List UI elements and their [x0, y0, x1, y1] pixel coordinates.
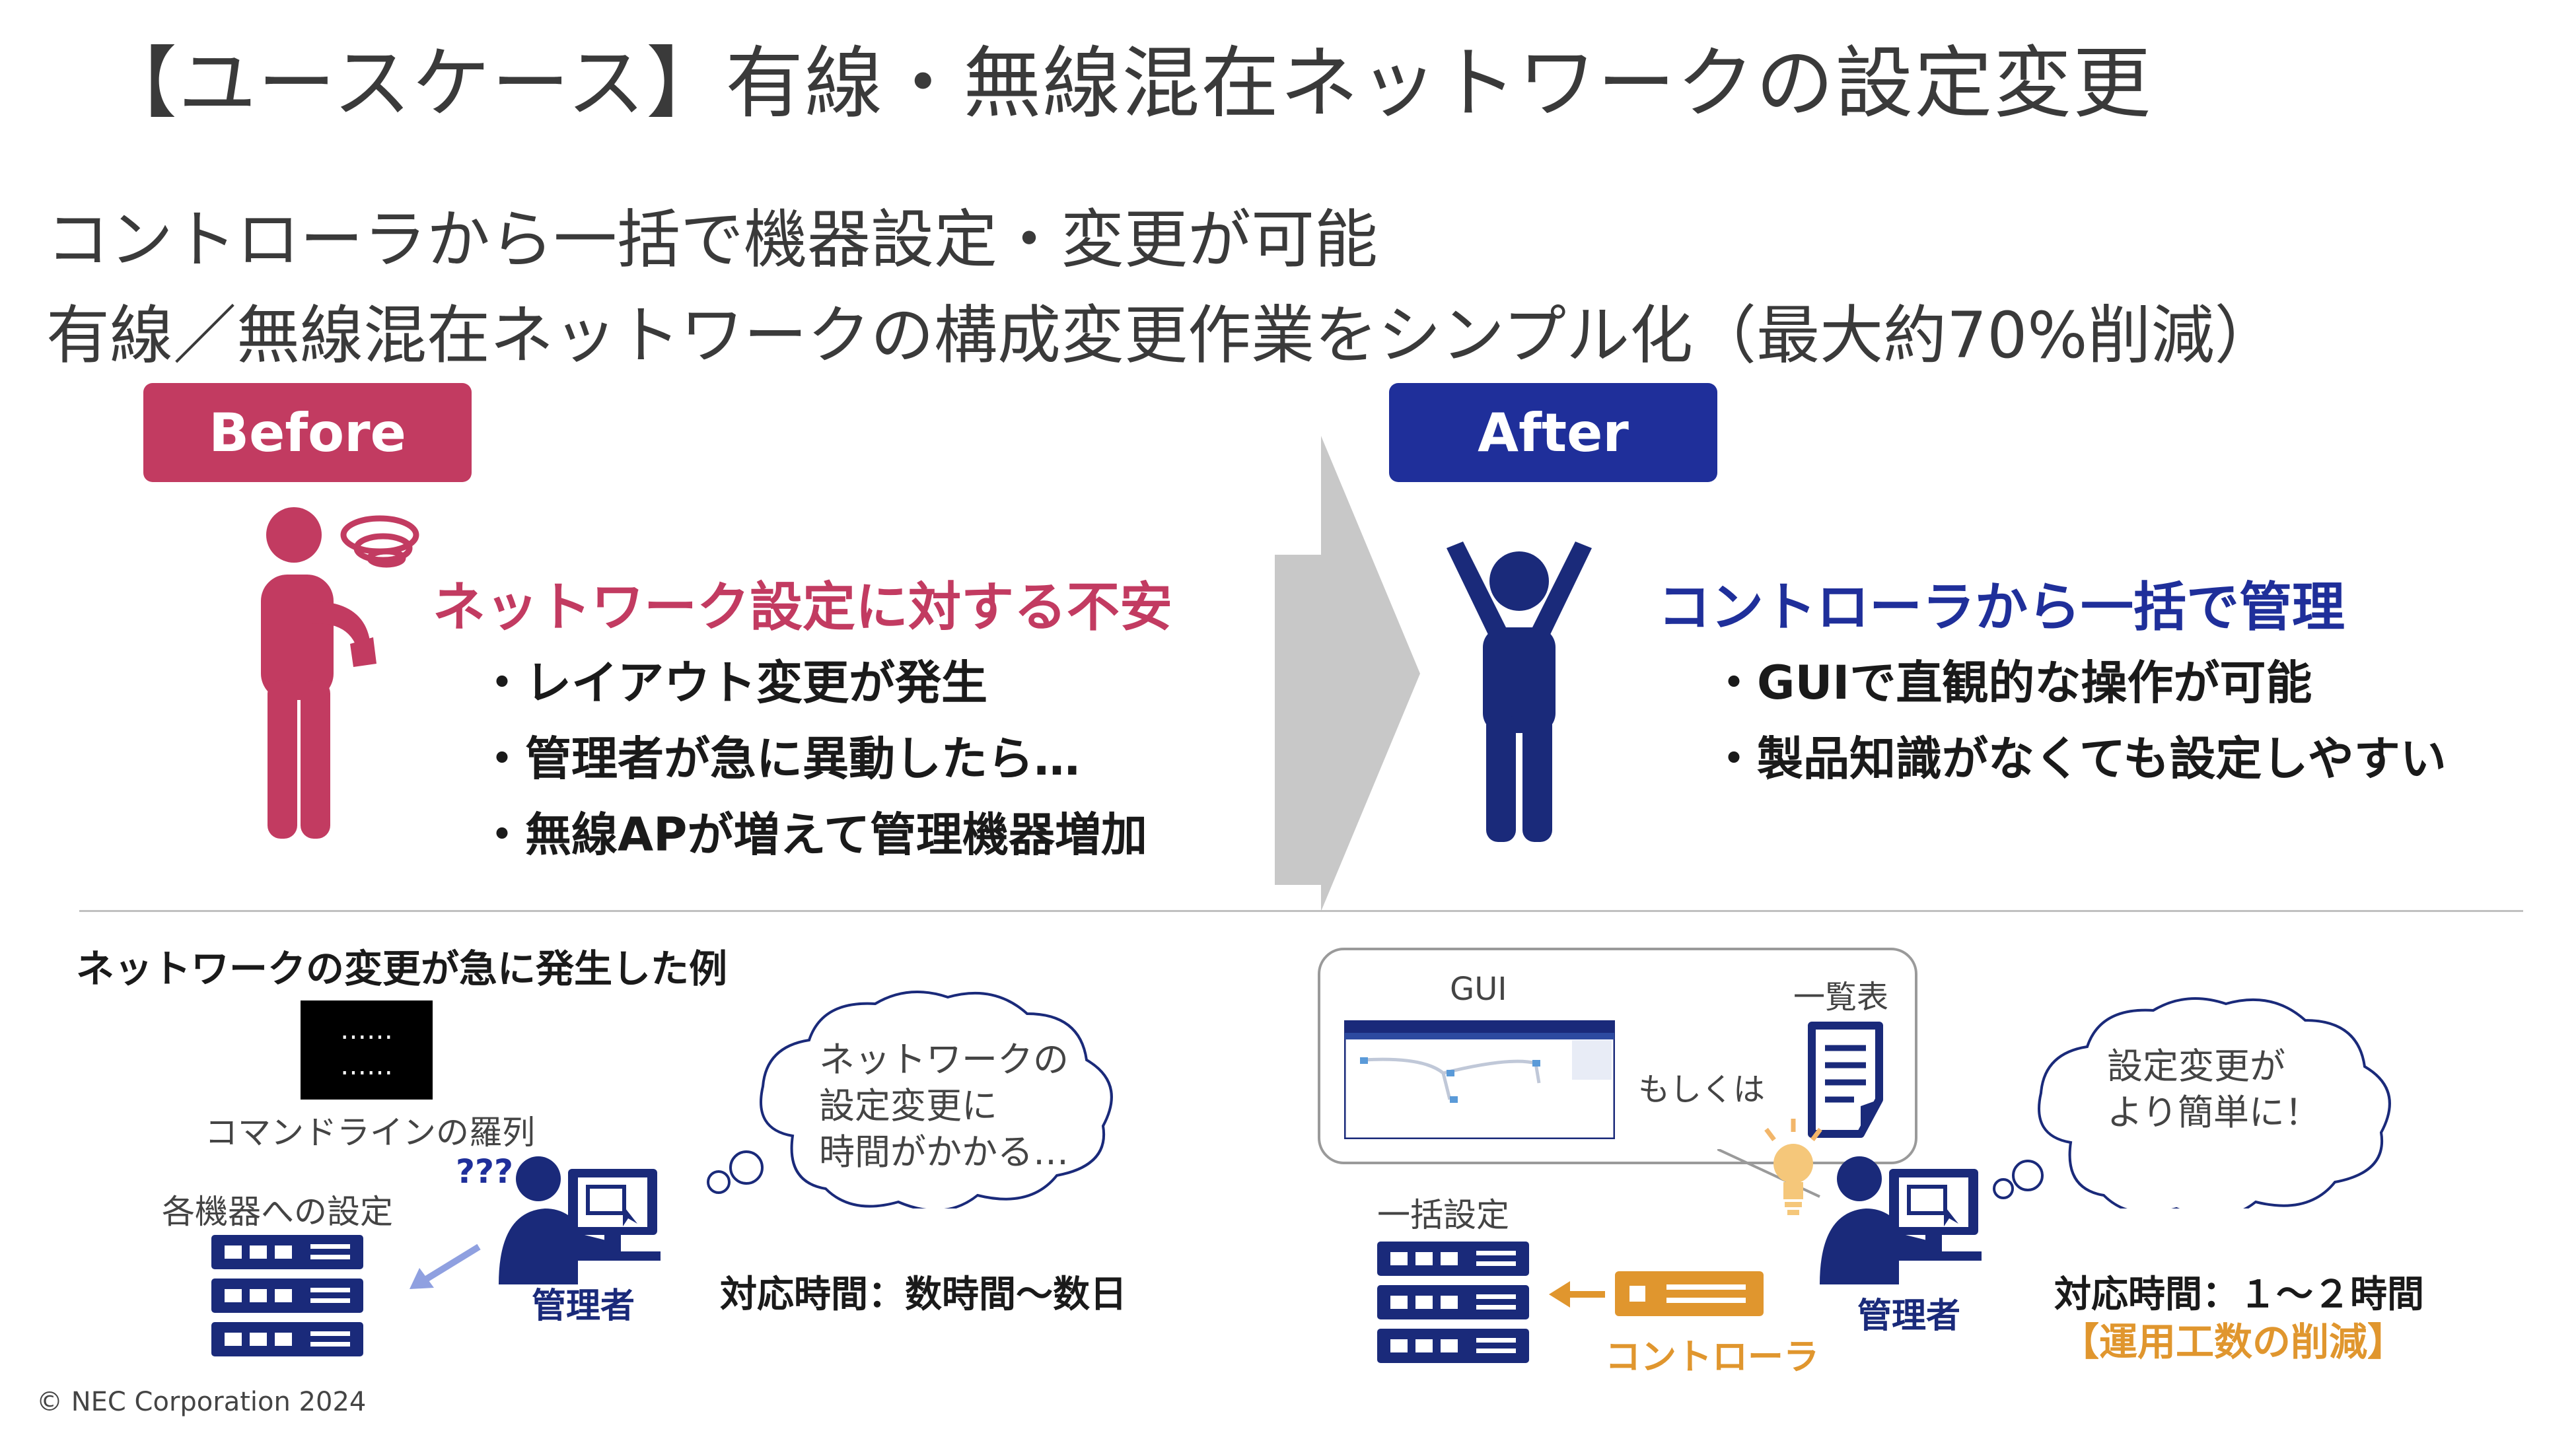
- list-label: 一覧表: [1793, 979, 1889, 1016]
- arrow-left-orange-icon: [1549, 1281, 1605, 1308]
- network-switch-icon-right: [1377, 1242, 1529, 1363]
- bulk-setting-caption: 一括設定: [1377, 1196, 1509, 1234]
- response-time-after: 対応時間：１〜２時間: [2054, 1273, 2424, 1316]
- gui-label: GUI: [1450, 971, 1507, 1008]
- admin-at-computer-icon: [499, 1156, 661, 1284]
- before-bullet-1: ・レイアウト変更が発生: [479, 656, 987, 710]
- cloud-line-1: ネットワークの: [819, 1039, 1069, 1080]
- lightbulb-icon: [1764, 1119, 1822, 1215]
- chevron-arrow-icon: [1275, 436, 1420, 911]
- before-heading: ネットワーク設定に対する不安: [433, 577, 1172, 638]
- subtitle-1: コントローラから一括で機器設定・変更が可能: [46, 203, 1378, 277]
- response-time-before: 対応時間：数時間〜数日: [720, 1273, 1127, 1316]
- section-divider: [79, 910, 2523, 912]
- after-heading: コントローラから一括で管理: [1658, 577, 2345, 638]
- gui-screenshot-thumbnail: [1344, 1020, 1615, 1139]
- after-bullet-1: ・GUIで直観的な操作が可能: [1711, 656, 2312, 710]
- admin-at-computer-icon-right: [1820, 1156, 1982, 1284]
- cloud-right-line-1: 設定変更が: [2107, 1045, 2285, 1087]
- network-switch-icon: [211, 1235, 363, 1356]
- question-marks: ???: [456, 1152, 514, 1191]
- copyright: © NEC Corporation 2024: [36, 1387, 367, 1417]
- happy-person-icon: [1447, 542, 1592, 842]
- controller-label: コントローラ: [1605, 1336, 1819, 1378]
- command-line-box: …… ……: [301, 1000, 433, 1100]
- controller-device-icon: [1615, 1271, 1764, 1316]
- cloud-right-line-2: より簡単に！: [2107, 1092, 2320, 1133]
- cloud-line-3: 時間がかかる…: [819, 1131, 1069, 1173]
- after-badge: After: [1389, 383, 1717, 482]
- worried-person-icon: [261, 507, 419, 839]
- cloud-line-2: 設定変更に: [819, 1085, 997, 1127]
- before-badge: Before: [143, 383, 472, 482]
- arrow-left-icon: [410, 1244, 481, 1289]
- reduction-label: 【運用工数の削減】: [2061, 1319, 2406, 1364]
- after-bullet-2: ・製品知識がなくても設定しやすい: [1711, 732, 2447, 786]
- or-label: もしくは: [1638, 1071, 1766, 1108]
- example-heading: ネットワークの変更が急に発生した例: [76, 946, 728, 991]
- before-bullet-2: ・管理者が急に異動したら…: [479, 732, 1080, 786]
- document-list-icon: [1808, 1022, 1883, 1138]
- before-bullet-3: ・無線APが増えて管理機器増加: [479, 808, 1147, 862]
- page-title: 【ユースケース】有線・無線混在ネットワークの設定変更: [99, 38, 2153, 129]
- admin-label: 管理者: [532, 1286, 635, 1326]
- thought-cloud-icon-right: [1993, 997, 2391, 1209]
- thought-cloud-icon: [707, 991, 1113, 1209]
- command-line-caption: コマンドラインの羅列: [205, 1113, 535, 1152]
- admin-label-right: 管理者: [1857, 1296, 1961, 1336]
- subtitle-2: 有線／無線混在ネットワークの構成変更作業をシンプル化（最大約70%削減）: [46, 298, 2278, 372]
- device-setting-caption: 各機器への設定: [162, 1193, 393, 1231]
